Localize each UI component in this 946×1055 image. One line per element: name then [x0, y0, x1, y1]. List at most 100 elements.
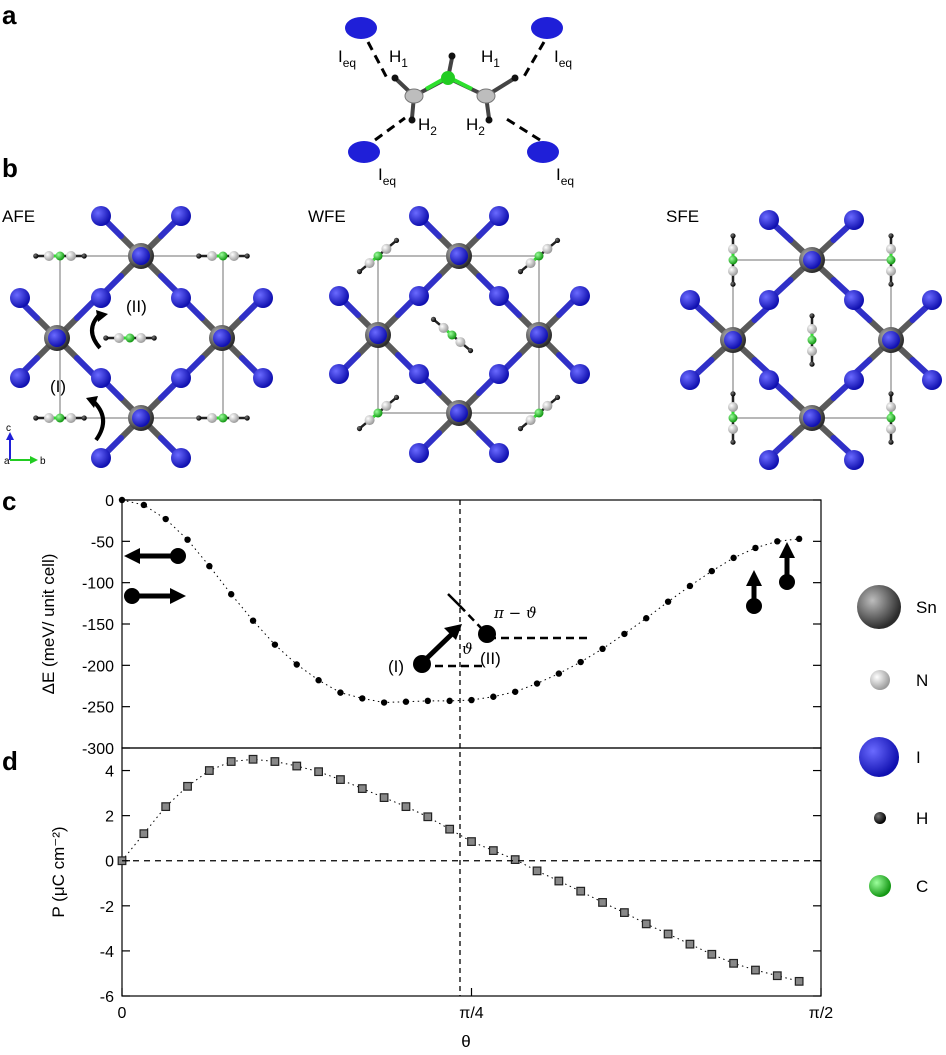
data-point — [204, 766, 214, 775]
legend-c-swatch — [869, 875, 891, 897]
legend-n-label: N — [916, 671, 928, 690]
structure-wfe — [329, 206, 590, 463]
data-point — [467, 837, 476, 846]
legend-i-label: I — [916, 748, 921, 767]
data-point — [576, 886, 586, 896]
data-point — [664, 598, 672, 605]
ytick-label: -50 — [91, 534, 114, 551]
svg-text:b: b — [40, 456, 46, 467]
ytick-label: 2 — [105, 809, 114, 826]
data-point — [555, 670, 563, 677]
axes-triad: c a b — [4, 423, 46, 467]
data-point — [315, 677, 322, 684]
structure-label-afe: AFE — [2, 207, 35, 226]
panel-c-frame — [121, 499, 822, 749]
label-i-eq-4: Ieq — [556, 165, 574, 188]
dipole-arrows-left — [124, 548, 186, 604]
data-point — [488, 846, 498, 855]
label-h2-right: H2 — [466, 115, 485, 138]
data-point — [140, 501, 148, 509]
data-point — [248, 754, 258, 764]
legend-h-label: H — [916, 809, 928, 828]
panel-c-chart: 0-50-100-150-200-250-300 ΔE (meV/ unit c… — [39, 493, 822, 758]
data-point — [357, 784, 367, 793]
polarization-ylabel: P (μC cm⁻²) — [49, 826, 68, 917]
data-point — [446, 697, 453, 705]
data-point — [228, 591, 235, 598]
ytick-label: -2 — [100, 899, 114, 916]
data-point — [249, 617, 257, 624]
panel-a-molecule: Ieq Ieq Ieq Ieq H1 H1 H2 H2 — [338, 17, 574, 188]
ytick-label: -150 — [82, 617, 114, 634]
data-point — [490, 693, 497, 700]
data-point — [772, 971, 782, 981]
xtick-label: π/4 — [459, 1005, 483, 1022]
data-point — [707, 949, 717, 959]
data-point — [729, 958, 739, 968]
data-point — [183, 781, 192, 791]
xtick-label: 0 — [118, 1005, 127, 1022]
data-point — [314, 767, 323, 777]
panel-letter-a: a — [2, 0, 17, 30]
ytick-label: 4 — [105, 764, 114, 781]
structure-label-sfe: SFE — [666, 207, 699, 226]
data-point — [643, 615, 650, 622]
ytick-label: 0 — [105, 493, 114, 510]
data-point — [774, 538, 781, 545]
data-point — [532, 866, 542, 876]
label-h1-right: H1 — [481, 47, 500, 70]
data-point — [686, 582, 694, 590]
data-point — [621, 630, 628, 638]
data-point — [641, 919, 651, 929]
svg-text:ϑ: ϑ — [462, 640, 473, 658]
data-point — [270, 757, 280, 766]
data-point — [380, 699, 388, 706]
ytick-label: -250 — [82, 700, 114, 717]
legend-c-label: C — [916, 877, 928, 896]
label-h2-left: H2 — [418, 115, 437, 138]
data-point — [337, 689, 344, 696]
data-point — [510, 855, 520, 864]
data-point — [577, 658, 584, 666]
data-point — [226, 757, 236, 766]
legend-h-swatch — [874, 812, 886, 824]
data-point — [118, 496, 126, 504]
legend-sn-label: Sn — [916, 598, 937, 617]
theta-xlabel: θ — [461, 1032, 470, 1051]
panel-letter-b: b — [2, 153, 18, 183]
data-point — [730, 554, 737, 562]
legend-i-swatch — [859, 737, 899, 777]
data-point — [663, 929, 673, 939]
data-point — [379, 793, 389, 802]
xtick-label: π/2 — [809, 1005, 833, 1022]
data-point — [511, 688, 519, 695]
svg-text:a: a — [4, 456, 10, 467]
data-point — [752, 544, 759, 552]
data-point — [184, 536, 191, 543]
data-point — [359, 695, 366, 702]
structure-label-wfe: WFE — [308, 207, 346, 226]
panel-letter-c: c — [2, 486, 16, 516]
label-i-eq-3: Ieq — [378, 165, 396, 188]
svg-text:(II): (II) — [480, 649, 501, 668]
data-point — [794, 976, 804, 986]
ytick-label: -300 — [82, 741, 114, 758]
data-point — [620, 908, 629, 917]
structure-sfe — [680, 210, 942, 470]
data-point — [206, 562, 213, 570]
data-point — [293, 661, 300, 668]
label-i-eq-1: Ieq — [338, 47, 356, 70]
data-point — [336, 775, 345, 784]
data-point — [554, 876, 564, 886]
svg-text:c: c — [6, 423, 11, 434]
data-point — [423, 812, 433, 822]
data-point — [401, 802, 411, 812]
legend-n-swatch — [870, 670, 890, 690]
data-point — [271, 641, 279, 648]
data-point — [599, 645, 606, 652]
legend-sn-swatch — [857, 585, 901, 629]
svg-text:π − ϑ: π − ϑ — [493, 604, 537, 622]
rotation-label-i: (I) — [50, 377, 66, 396]
ytick-label: -4 — [100, 944, 114, 961]
